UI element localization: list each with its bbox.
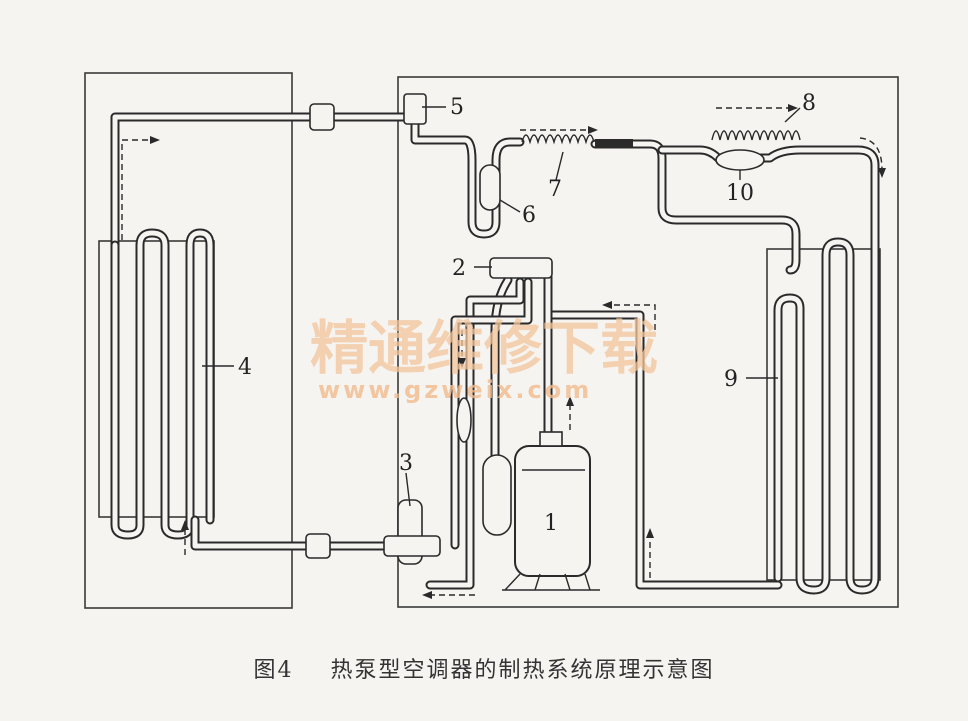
label-3: 3 <box>399 451 413 476</box>
refrigerant-pipes <box>110 112 880 595</box>
compressor-feet <box>502 573 600 591</box>
accumulator-shape <box>482 454 512 536</box>
connector-top <box>309 103 335 131</box>
label-6: 6 <box>522 203 536 228</box>
coil-7-connector <box>595 139 633 147</box>
figure-number: 图4 <box>253 658 294 683</box>
watermark-chinese: 精通维修下载 <box>310 314 658 382</box>
figure-title: 热泵型空调器的制热系统原理示意图 <box>330 658 715 683</box>
capillary-small-shape <box>456 397 472 443</box>
label-4: 4 <box>238 355 252 380</box>
label-5: 5 <box>450 95 464 120</box>
valve-5-shape <box>403 93 427 125</box>
label-9: 9 <box>724 367 738 392</box>
connector-bottom <box>305 533 331 559</box>
filter-10-shape <box>715 149 765 171</box>
coil-8-shape <box>711 130 801 141</box>
four-way-valve-2-shape <box>489 257 553 279</box>
outdoor-unit-frame <box>397 76 899 608</box>
leader-lines <box>202 106 801 507</box>
watermark-url: www.gzweix.com <box>318 376 592 404</box>
label-1: 1 <box>544 511 558 536</box>
compressor-terminal <box>539 431 563 447</box>
valve-3-cap <box>383 535 441 557</box>
coil-7-shape <box>521 134 595 145</box>
heat-pump-diagram: 5 2 3 4 6 7 8 10 9 1 精通维修下载 www.gzweix.c… <box>84 72 899 609</box>
label-8: 8 <box>802 91 816 116</box>
label-2: 2 <box>452 256 466 281</box>
figure-caption: 图4 热泵型空调器的制热系统原理示意图 <box>0 652 968 684</box>
capillary-6-body <box>479 164 501 211</box>
label-7: 7 <box>548 177 562 202</box>
flow-arrows <box>121 104 886 599</box>
indoor-unit-frame <box>84 72 293 609</box>
label-10: 10 <box>726 181 754 206</box>
